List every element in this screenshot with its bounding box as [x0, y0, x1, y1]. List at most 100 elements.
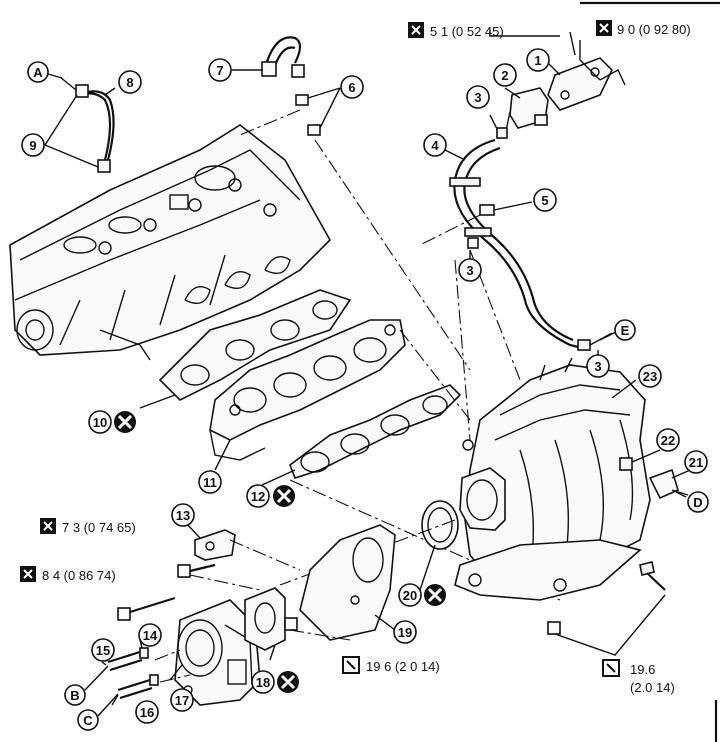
clamp-9 — [75, 84, 111, 173]
hose-8 — [79, 90, 115, 171]
svg-text:13: 13 — [176, 508, 190, 523]
svg-text:15: 15 — [96, 643, 110, 658]
svg-text:19: 19 — [398, 625, 412, 640]
svg-text:6: 6 — [348, 80, 355, 95]
svg-text:16: 16 — [140, 705, 154, 720]
svg-text:14: 14 — [143, 628, 158, 643]
part-label-5: 5 — [533, 188, 557, 212]
x-circle-replace-icon — [277, 671, 299, 693]
bolt-19-6-lower — [547, 561, 666, 635]
part-label-23: 23 — [638, 364, 662, 388]
throttle-body-17 — [174, 599, 261, 706]
part-label-21: 21 — [684, 450, 708, 474]
part-label-16: 16 — [135, 700, 159, 724]
svg-text:7: 7 — [216, 63, 223, 78]
gasket-18 — [244, 587, 286, 651]
svg-text:3: 3 — [594, 359, 601, 374]
part-label-12: 12 — [246, 484, 270, 508]
svg-text:E: E — [621, 323, 630, 338]
svg-text:8: 8 — [126, 75, 133, 90]
part-label-11: 11 — [198, 470, 222, 494]
svg-text:4: 4 — [431, 138, 439, 153]
part-label-2: 2 — [493, 63, 517, 87]
part-label-1: 1 — [526, 48, 550, 72]
svg-text:A: A — [33, 65, 43, 80]
clip-6 — [295, 94, 321, 136]
svg-text:5: 5 — [541, 193, 548, 208]
connection-label-D: D — [687, 491, 709, 513]
bracket-13 — [194, 529, 236, 561]
part-label-4: 4 — [423, 133, 447, 157]
svg-text:D: D — [693, 495, 702, 510]
clip-5 — [479, 204, 495, 216]
svg-text:3: 3 — [466, 263, 473, 278]
torque-spec-4: 8 4 (0 86 74) — [20, 566, 116, 583]
bolt-19-6 — [284, 617, 298, 631]
svg-text:7 3 (0 74 65): 7 3 (0 74 65) — [62, 520, 136, 535]
svg-text:3: 3 — [474, 90, 481, 105]
torque-spec-1: 5 1 (0 52 45) — [408, 22, 504, 39]
part-label-6: 6 — [340, 75, 364, 99]
hose-16 — [117, 678, 153, 700]
svg-text:20: 20 — [403, 588, 417, 603]
connector-21 — [648, 468, 679, 500]
svg-text:5 1 (0 52 45): 5 1 (0 52 45) — [430, 24, 504, 39]
gasket-20 — [421, 500, 459, 550]
part-label-7: 7 — [208, 58, 232, 82]
svg-text:21: 21 — [689, 455, 703, 470]
svg-text:17: 17 — [175, 693, 189, 708]
part-label-18: 18 — [251, 670, 275, 694]
gasket-12 — [289, 384, 462, 479]
svg-text:19.6: 19.6 — [630, 662, 655, 677]
part-label-14: 14 — [138, 623, 162, 647]
svg-text:12: 12 — [251, 489, 265, 504]
lower-manifold-11 — [209, 319, 406, 461]
svg-text:18: 18 — [256, 675, 270, 690]
x-circle-replace-icon — [114, 411, 136, 433]
svg-text:22: 22 — [661, 433, 675, 448]
bolt-8-4 — [117, 596, 176, 621]
connection-label-A: A — [27, 61, 49, 83]
part-label-13: 13 — [171, 503, 195, 527]
clamp-14 — [139, 647, 159, 686]
svg-text:9 0 (0 92 80): 9 0 (0 92 80) — [617, 22, 691, 37]
part-label-3: 3 — [466, 85, 490, 109]
svg-text:1: 1 — [534, 53, 541, 68]
clamp-3 — [467, 127, 591, 351]
bracket-1 — [547, 57, 613, 111]
torque-spec-2: 9 0 (0 92 80) — [596, 20, 691, 37]
hose-4 — [449, 138, 591, 352]
svg-text:19 6 (2 0 14): 19 6 (2 0 14) — [366, 659, 440, 674]
svg-text:10: 10 — [93, 415, 107, 430]
gasket-10 — [158, 289, 352, 401]
x-circle-replace-icon — [424, 584, 446, 606]
part-label-17: 17 — [170, 688, 194, 712]
connection-label-E: E — [614, 319, 636, 341]
cylinder-head — [9, 124, 331, 361]
part-label-20: 20 — [398, 583, 422, 607]
solenoid-2 — [509, 87, 549, 129]
part-label-9: 9 — [21, 133, 45, 157]
hose-7 — [261, 36, 305, 78]
part-label-15: 15 — [91, 638, 115, 662]
part-label-10: 10 — [88, 410, 112, 434]
connection-label-C: C — [77, 709, 99, 731]
torque-spec-5: 19 6 (2 0 14) — [342, 656, 440, 674]
svg-text:9: 9 — [29, 138, 36, 153]
connection-label-B: B — [64, 684, 86, 706]
torque-spec-6: 19.6 (2.0 14) — [602, 659, 675, 695]
svg-text:B: B — [70, 688, 79, 703]
part-label-22: 22 — [656, 428, 680, 452]
svg-text:2: 2 — [501, 68, 508, 83]
svg-text:C: C — [83, 713, 93, 728]
part-label-3c: 3 — [586, 354, 610, 378]
part-label-8: 8 — [118, 70, 142, 94]
bolt-7-3 — [177, 563, 216, 578]
collector-flange — [459, 439, 506, 531]
svg-text:23: 23 — [643, 369, 657, 384]
torque-spec-3: 7 3 (0 74 65) — [40, 518, 136, 535]
hose-15 — [107, 650, 143, 672]
part-label-19: 19 — [393, 620, 417, 644]
svg-text:11: 11 — [203, 475, 217, 490]
